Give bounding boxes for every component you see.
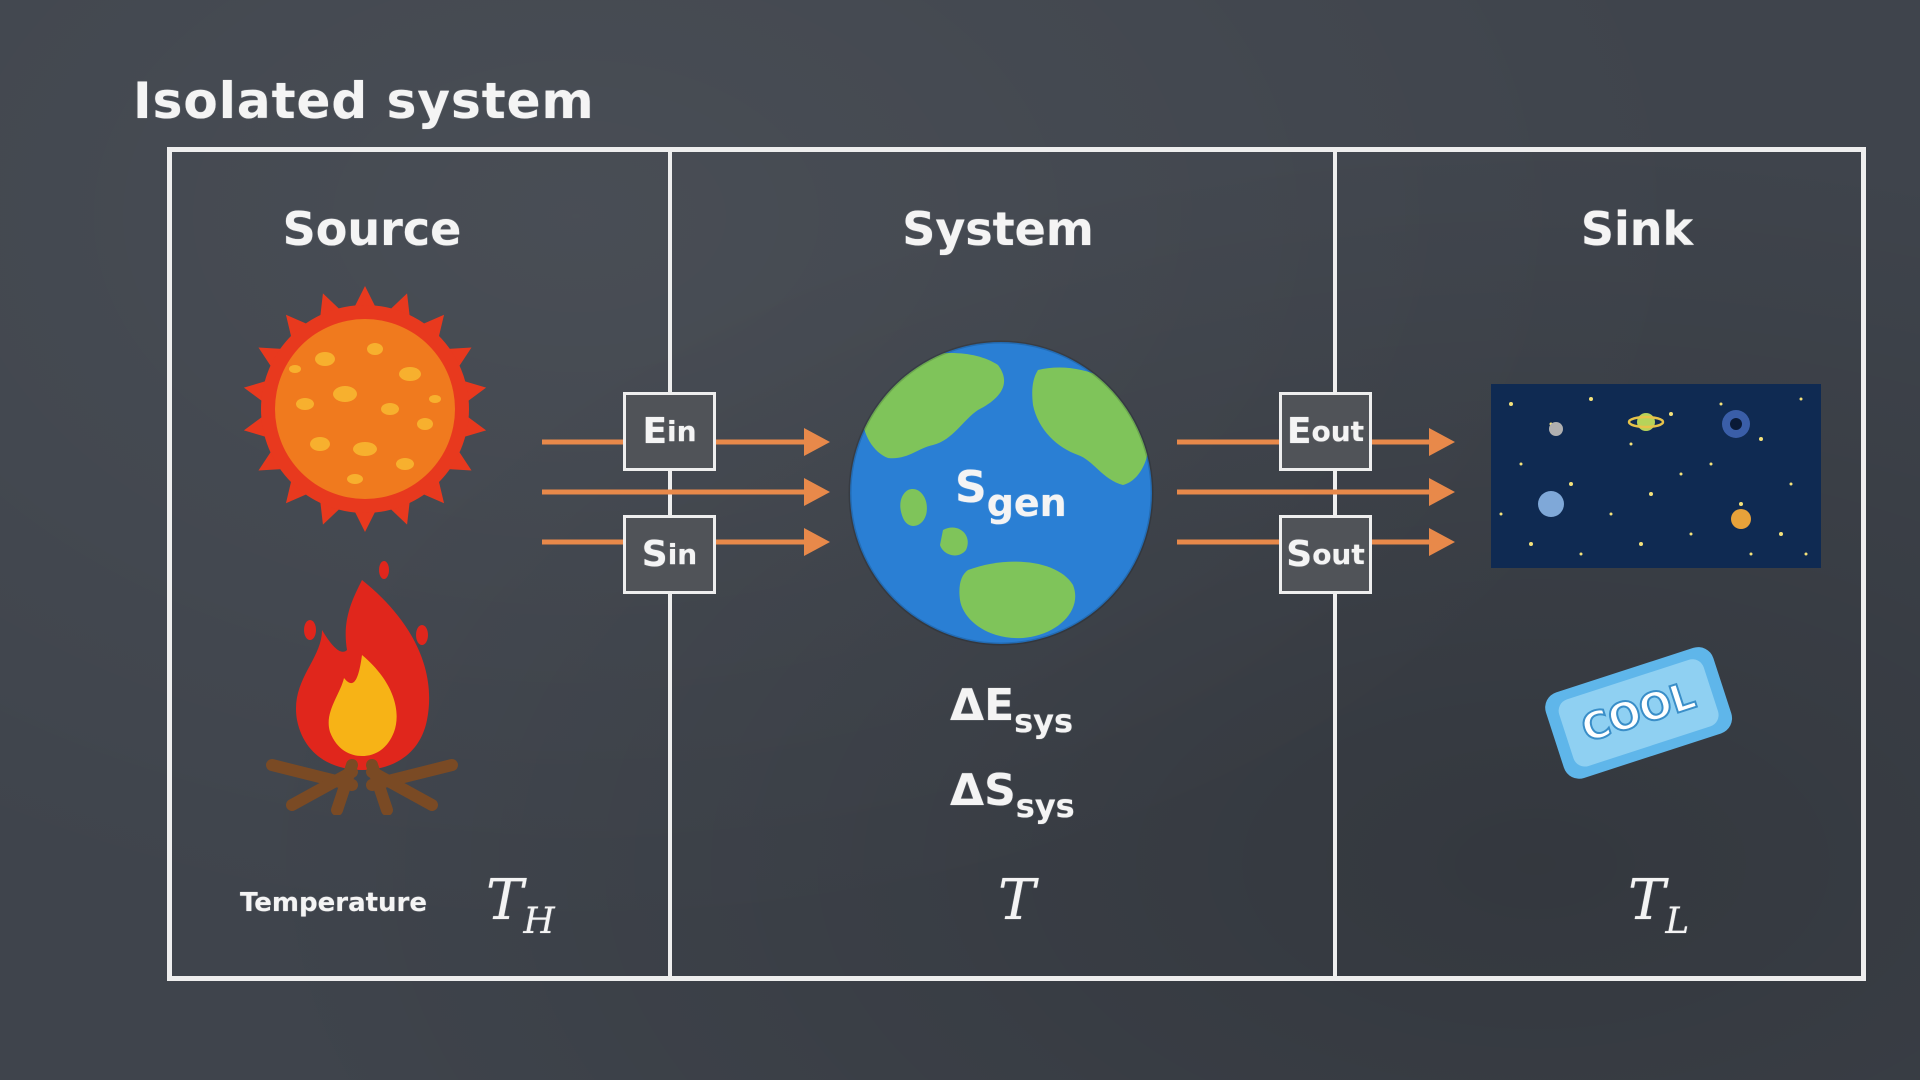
- entropy-generated-subscript: gen: [986, 481, 1067, 525]
- energy-in-subscript: in: [667, 415, 697, 448]
- source-temperature-subscript: H: [523, 901, 555, 942]
- entropy-out-label: S: [1286, 534, 1313, 575]
- sink-heading: Sink: [1580, 202, 1694, 256]
- source-temperature-symbol: T: [486, 868, 524, 933]
- entropy-in-label: S: [641, 534, 668, 575]
- source-temperature: TH: [486, 868, 555, 942]
- entropy-generated-main: S: [955, 462, 987, 513]
- earth-icon: [848, 340, 1154, 646]
- isolated-system-frame: [167, 147, 1866, 981]
- delta-entropy-subscript: sys: [1015, 787, 1075, 825]
- temperature-label: Temperature: [240, 888, 428, 918]
- delta-energy-main: E: [984, 680, 1015, 731]
- delta-energy-subscript: sys: [1014, 702, 1074, 740]
- system-temperature: T: [998, 868, 1035, 933]
- sink-temperature-subscript: L: [1665, 901, 1690, 942]
- cool-pack-icon: COOL: [1545, 647, 1733, 779]
- source-heading: Source: [282, 202, 462, 256]
- delta-energy-symbol: Δ: [950, 680, 985, 731]
- energy-out-subscript: out: [1311, 415, 1365, 448]
- sink-temperature-symbol: T: [1628, 868, 1666, 933]
- sink-temperature: TL: [1628, 868, 1689, 942]
- fire-icon: [266, 561, 458, 815]
- entropy-generated-label: Sgen: [955, 462, 1067, 525]
- system-heading: System: [902, 202, 1094, 256]
- diagram-title: Isolated system: [133, 72, 595, 130]
- energy-out-label: E: [1286, 411, 1312, 452]
- delta-entropy-system: ΔSsys: [950, 765, 1075, 825]
- sun-icon: [243, 286, 487, 532]
- delta-entropy-main: S: [984, 765, 1016, 816]
- system-temperature-symbol: T: [998, 868, 1036, 933]
- energy-in-label: E: [642, 411, 668, 452]
- entropy-out-subscript: out: [1312, 538, 1365, 571]
- delta-energy-system: ΔEsys: [950, 680, 1073, 740]
- delta-entropy-symbol: Δ: [950, 765, 985, 816]
- space-icon: [1491, 384, 1821, 568]
- entropy-in-subscript: in: [667, 538, 698, 571]
